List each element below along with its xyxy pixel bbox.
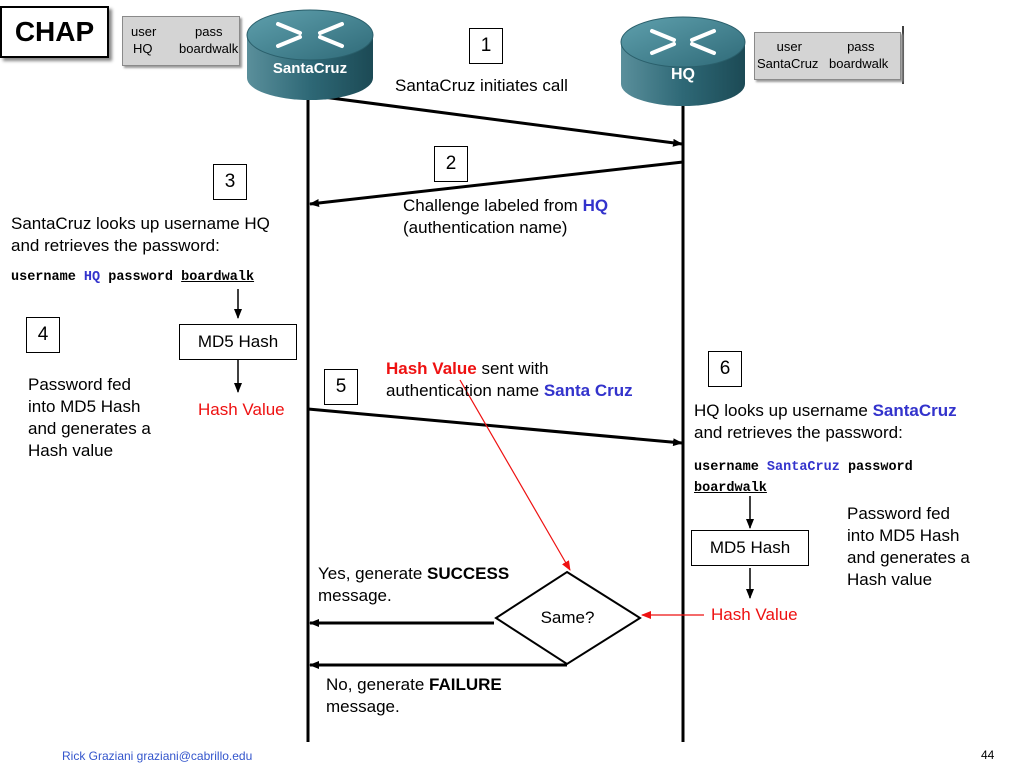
success-line1: Yes, generate [318, 564, 428, 583]
step-6-number: 6 [708, 351, 742, 387]
step-2-text: Challenge labeled from HQ (authenticatio… [403, 195, 608, 239]
step-6-command: username SantaCruz password boardwalk [694, 457, 913, 499]
page-title: CHAP [0, 6, 109, 58]
cred-header-pass: pass [195, 24, 223, 39]
step-6-line1: HQ looks up username [694, 401, 873, 420]
cmd-keyword: password [839, 460, 913, 475]
step-4-text: Password fed into MD5 Hash and generates… [28, 374, 151, 462]
hq-router-icon [620, 16, 746, 106]
cred-pass: boardwalk [829, 56, 889, 71]
step-6-line5: and generates a [847, 548, 970, 567]
step-5-text: Hash Value sent with authentication name… [386, 358, 633, 402]
success-text: Yes, generate SUCCESS message. [318, 563, 509, 607]
step-5-line1: sent with [476, 359, 549, 378]
step-6-text: HQ looks up username SantaCruz and retri… [694, 400, 957, 444]
step-1-text: SantaCruz initiates call [395, 76, 568, 95]
step-3-line2: and retrieves the password: [11, 236, 220, 255]
cmd-username: SantaCruz [766, 460, 840, 475]
cmd-password: boardwalk [694, 481, 767, 496]
cred-header-pass: pass [847, 39, 875, 54]
step-4-line3: and generates a [28, 419, 151, 438]
step-2-hq: HQ [582, 196, 609, 215]
step-4-line4: Hash value [28, 441, 114, 460]
step-1-number: 1 [469, 28, 503, 64]
step-3-command: username HQ password boardwalk [11, 270, 254, 285]
step-3-line1: SantaCruz looks up username HQ [11, 214, 270, 233]
step-6-line2: and retrieves the password: [694, 423, 903, 442]
santacruz-credentials: user pass HQ boardwalk [122, 16, 240, 66]
step-5-hash-value: Hash Value [386, 359, 477, 378]
hq-credentials: user pass SantaCruz boardwalk [754, 32, 901, 80]
arrow-step1 [307, 93, 683, 147]
cred-header-user: user [776, 39, 802, 54]
cmd-keyword: password [100, 270, 182, 285]
step-6-line3: Password fed [847, 504, 950, 523]
step-5-number: 5 [324, 369, 358, 405]
step-4-line2: into MD5 Hash [28, 397, 141, 416]
santacruz-router-label: SantaCruz [272, 60, 348, 77]
step-3-number: 3 [213, 164, 247, 200]
step-4-line1: Password fed [28, 375, 131, 394]
failure-line2: message. [326, 697, 400, 716]
right-hash-value: Hash Value [711, 605, 798, 624]
arrow-step5 [307, 407, 683, 447]
step-6-md5-text: Password fed into MD5 Hash and generates… [847, 503, 970, 591]
cmd-password: boardwalk [181, 270, 255, 285]
failure-line1: No, generate [326, 675, 430, 694]
cmd-username: HQ [83, 270, 101, 285]
decision-label: Same? [540, 608, 595, 627]
step-6-line6: Hash value [847, 570, 933, 589]
step-6-santacruz: SantaCruz [872, 401, 957, 420]
step-2-line1: Challenge labeled from [403, 196, 583, 215]
left-hash-value: Hash Value [198, 400, 285, 419]
hq-router-label: HQ [671, 66, 695, 83]
failure-keyword: FAILURE [429, 675, 502, 694]
step-5-santacruz: Santa Cruz [543, 381, 633, 400]
step-3-text: SantaCruz looks up username HQ and retri… [11, 213, 270, 257]
cmd-keyword: username [694, 460, 767, 475]
red-arrow-hash [459, 379, 571, 571]
step-5-line2: authentication name [386, 381, 544, 400]
left-md5-box: MD5 Hash [179, 324, 297, 360]
step-6-line4: into MD5 Hash [847, 526, 960, 545]
right-md5-box: MD5 Hash [691, 530, 809, 566]
step-2-line2: (authentication name) [403, 218, 568, 237]
arrow-step2 [309, 160, 684, 207]
success-keyword: SUCCESS [427, 564, 510, 583]
step-2-number: 2 [434, 146, 468, 182]
success-line2: message. [318, 586, 392, 605]
cred-user: HQ [133, 41, 153, 56]
cred-user: SantaCruz [757, 56, 819, 71]
step-4-number: 4 [26, 317, 60, 353]
cred-header-user: user [131, 24, 157, 39]
page-number: 44 [981, 748, 995, 762]
santacruz-router-icon [246, 9, 374, 100]
cred-pass: boardwalk [179, 41, 239, 56]
footer-author: Rick Graziani graziani@cabrillo.edu [62, 749, 253, 763]
failure-text: No, generate FAILURE message. [326, 674, 502, 718]
cmd-keyword: username [11, 270, 84, 285]
